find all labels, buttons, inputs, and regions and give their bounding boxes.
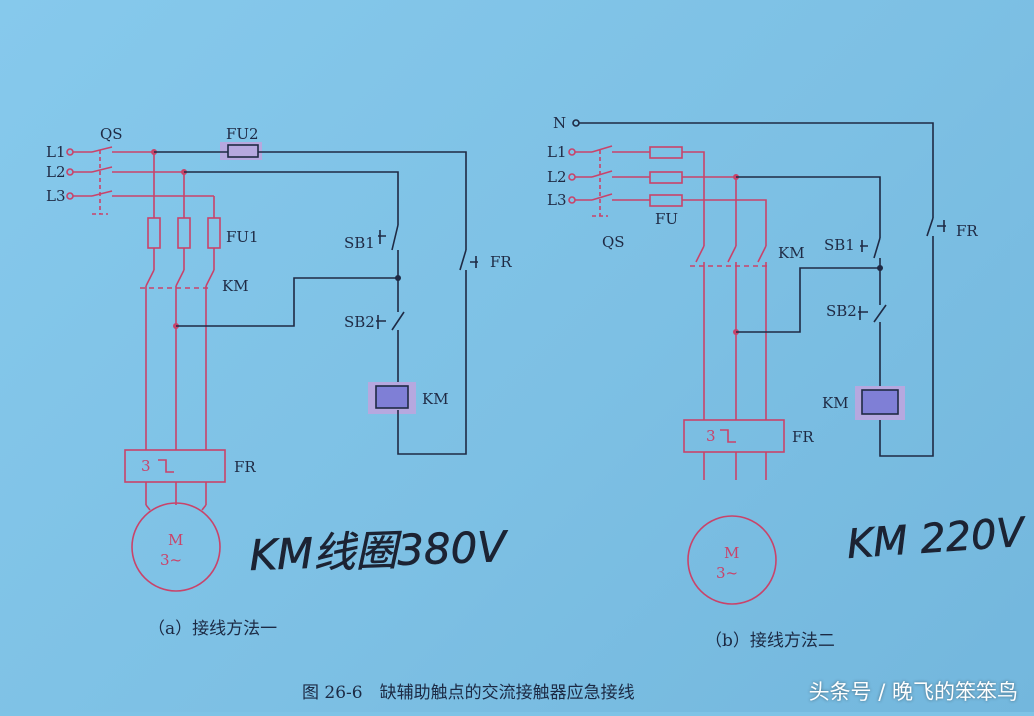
- a-terminal-l1: L1: [46, 143, 66, 161]
- a-start-button-label: SB2: [344, 313, 375, 331]
- a-handwritten-note: KM线圈380V: [249, 522, 510, 580]
- a-terminal-l2: L2: [46, 163, 66, 181]
- a-overload-phases: 3: [141, 457, 151, 475]
- b-neutral-label: N: [553, 114, 566, 132]
- b-stop-button-label: SB1: [824, 236, 855, 254]
- b-control-circuit: [736, 176, 905, 420]
- a-main-fuse-label: FU1: [226, 228, 259, 246]
- a-coil-label: KM: [422, 390, 449, 408]
- a-switch-label: QS: [100, 125, 123, 143]
- caption-a: （a）接线方法一: [148, 619, 278, 639]
- b-motor-label: M: [724, 544, 739, 562]
- a-contactor-label: KM: [222, 277, 249, 295]
- b-switch-label: QS: [602, 233, 625, 251]
- b-motor-phase: 3~: [716, 564, 738, 582]
- b-overload-phases: 3: [706, 427, 716, 445]
- b-contactor-label: KM: [778, 244, 805, 262]
- a-relay-contact-label: FR: [490, 253, 512, 271]
- watermark: 头条号 / 晚飞的笨笨鸟: [808, 680, 1018, 704]
- caption-b: （b）接线方法二: [705, 631, 835, 651]
- a-motor-label: M: [168, 531, 183, 549]
- figure-caption: 图 26-6 缺辅助触点的交流接触器应急接线: [302, 683, 635, 703]
- b-power: [568, 145, 785, 605]
- a-overload-label: FR: [234, 458, 256, 476]
- b-terminal-l2: L2: [547, 168, 567, 186]
- diagram-b: [568, 119, 946, 605]
- a-terminal-l3: L3: [46, 187, 66, 205]
- b-coil-label: KM: [822, 394, 849, 412]
- b-overload-label: FR: [792, 428, 814, 446]
- b-handwritten-note: KM 220V: [845, 510, 1028, 568]
- a-control-fuse-label: FU2: [226, 125, 259, 143]
- a-motor-phase: 3~: [160, 551, 182, 569]
- b-terminal-l3: L3: [547, 191, 567, 209]
- b-neutral: [572, 119, 946, 457]
- b-terminal-l1: L1: [547, 143, 567, 161]
- diagram-a: [66, 142, 478, 592]
- b-start-button-label: SB2: [826, 302, 857, 320]
- b-fuse-label: FU: [655, 210, 678, 228]
- b-relay-contact-label: FR: [956, 222, 978, 240]
- a-supply-terminals: [66, 146, 226, 592]
- a-stop-button-label: SB1: [344, 234, 375, 252]
